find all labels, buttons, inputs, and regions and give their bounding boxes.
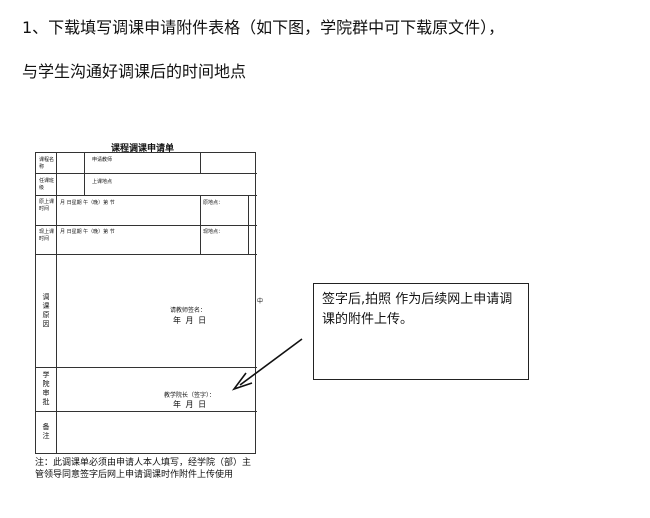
callout-text: 签字后,拍照 作为后续网上申请调课的附件上传。 [322, 292, 513, 327]
instruction-line-2: 与学生沟通好调课后的时间地点 [22, 62, 247, 81]
original-location-label: 原地点： [203, 200, 224, 206]
applicant-teacher-label: 申请教师 [92, 157, 113, 163]
original-time-value: 月 日星期 午（晚）第 节 [60, 200, 115, 206]
teacher-signature-label: 请教师签名： [170, 307, 207, 314]
college-approval-label: 学院审批 [42, 371, 50, 406]
course-name-label: 课程名称 [39, 157, 55, 170]
stray-mark: 中 [257, 298, 264, 305]
instruction-line-1: 1、下载填写调课申请附件表格（如下图，学院群中可下载原文件）， [22, 18, 505, 37]
form-note: 注：此调课单必须由申请人本人填写，经学院（部）主管领导同意签字后网上申请调课时作… [35, 458, 252, 480]
original-time-label: 原上课时间 [39, 199, 55, 212]
dean-signature-label: 教学院长（签字）： [164, 392, 216, 399]
dean-signature-date: 年 月 日 [173, 400, 208, 409]
new-time-value: 月 日星期 午（晚）第 节 [60, 229, 115, 235]
course-change-form: 课程名称 申请教师 任课班级 上课地点 原上课时间 月 日星期 午（晚）第 节 … [35, 152, 257, 454]
new-location-label: 现地点： [203, 229, 224, 235]
reason-label: 调课原因 [42, 293, 50, 328]
teacher-signature-date: 年 月 日 [173, 316, 208, 325]
class-label: 任课班级 [39, 178, 55, 191]
callout-box: 签字后,拍照 作为后续网上申请调课的附件上传。 [313, 283, 529, 380]
form-title: 课程调课申请单 [111, 144, 175, 154]
remarks-label: 备注 [42, 423, 50, 440]
new-time-label: 现上课时间 [39, 229, 55, 242]
class-location-label: 上课地点 [92, 179, 113, 185]
